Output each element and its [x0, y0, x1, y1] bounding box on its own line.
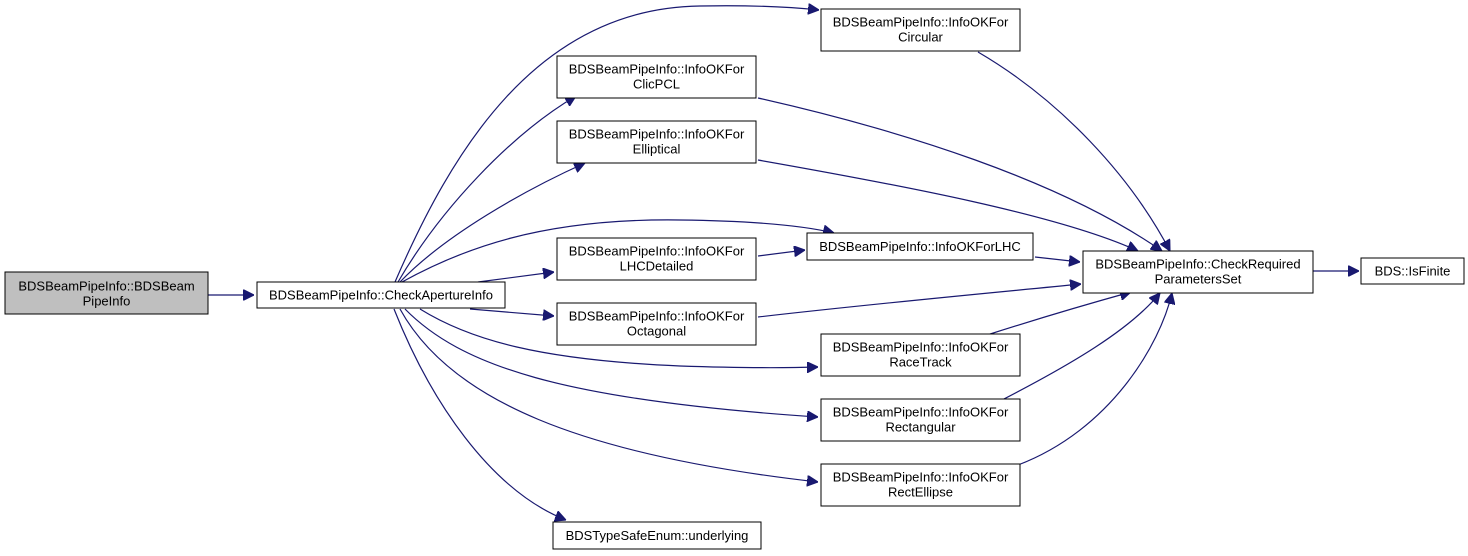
edge-check-aperture-to-rectangular: [404, 308, 818, 417]
nodes-layer: BDSBeamPipeInfo::BDSBeam PipeInfo BDSBea…: [4, 8, 1465, 550]
node-bds-isfinite[interactable]: BDS::IsFinite: [1360, 257, 1465, 285]
node-check-aperture-info[interactable]: BDSBeamPipeInfo::CheckApertureInfo: [256, 281, 506, 309]
edge-check-aperture-to-underlying: [393, 308, 566, 520]
node-info-ok-for-circular[interactable]: BDSBeamPipeInfo::InfoOKFor Circular: [820, 8, 1021, 52]
edge-check-aperture-to-rectellipse: [399, 308, 818, 482]
node-info-ok-for-lhcdetailed[interactable]: BDSBeamPipeInfo::InfoOKFor LHCDetailed: [556, 237, 757, 281]
node-label-line: BDSBeamPipeInfo::InfoOKFor: [833, 405, 1009, 420]
edge-circular-to-check-required: [977, 51, 1170, 251]
node-label-line: LHCDetailed: [620, 259, 694, 274]
node-label-line: ParametersSet: [1155, 272, 1242, 287]
node-label-line: Octagonal: [627, 324, 686, 339]
edge-check-aperture-to-clicpcl: [397, 96, 576, 283]
node-label-line: Rectangular: [885, 420, 956, 435]
node-label-line: RaceTrack: [889, 355, 952, 370]
node-label-line: BDSBeamPipeInfo::InfoOKFor: [833, 340, 1009, 355]
node-info-ok-for-lhc[interactable]: BDSBeamPipeInfo::InfoOKForLHC: [806, 232, 1034, 261]
edge-rectangular-to-check-required: [999, 293, 1160, 402]
node-label-line: BDSBeamPipeInfo::InfoOKFor: [833, 15, 1009, 30]
edge-clicpcl-to-check-required: [757, 97, 1162, 251]
node-label-line: BDSBeamPipeInfo::InfoOKFor: [569, 244, 745, 259]
node-label-line: BDSBeamPipeInfo::CheckRequired: [1095, 257, 1300, 272]
node-label-line: BDS::IsFinite: [1375, 264, 1451, 279]
node-label-line: Elliptical: [633, 142, 681, 157]
node-label-line: ClicPCL: [633, 77, 680, 92]
node-info-ok-for-rectellipse[interactable]: BDSBeamPipeInfo::InfoOKFor RectEllipse: [820, 463, 1021, 507]
node-info-ok-for-clicpcl[interactable]: BDSBeamPipeInfo::InfoOKFor ClicPCL: [556, 55, 757, 99]
edge-lhc-to-check-required: [1034, 257, 1080, 262]
edge-check-aperture-to-elliptical: [399, 163, 585, 283]
node-label-line: RectEllipse: [888, 485, 953, 500]
node-label-line: BDSBeamPipeInfo::InfoOKFor: [569, 62, 745, 77]
edge-elliptical-to-check-required: [757, 159, 1138, 251]
node-info-ok-for-elliptical[interactable]: BDSBeamPipeInfo::InfoOKFor Elliptical: [556, 120, 757, 164]
node-label-line: BDSBeamPipeInfo::InfoOKFor: [833, 470, 1009, 485]
edge-rectellipse-to-check-required: [1017, 293, 1172, 466]
edge-check-aperture-to-octagonal: [469, 308, 554, 316]
edge-lhcdetailed-to-lhc: [757, 250, 805, 256]
node-bdsbeampipeinfo-constructor[interactable]: BDSBeamPipeInfo::BDSBeam PipeInfo: [4, 271, 209, 315]
node-label-line: BDSTypeSafeEnum::underlying: [566, 528, 749, 543]
node-label-line: Circular: [898, 30, 943, 45]
node-label-line: BDSBeamPipeInfo::InfoOKFor: [569, 309, 745, 324]
node-label-line: BDSBeamPipeInfo::BDSBeam: [18, 279, 194, 294]
edge-racetrack-to-check-required: [986, 292, 1131, 336]
edge-check-aperture-to-lhc: [401, 219, 834, 283]
node-label-line: BDSBeamPipeInfo::InfoOKFor: [569, 127, 745, 142]
node-check-required-parameters-set[interactable]: BDSBeamPipeInfo::CheckRequired Parameter…: [1082, 250, 1314, 294]
edge-octagonal-to-check-required: [757, 284, 1081, 318]
edges-layer: [208, 6, 1359, 520]
node-label-line: PipeInfo: [83, 294, 131, 309]
edge-check-aperture-to-racetrack: [419, 308, 818, 368]
node-info-ok-for-rectangular[interactable]: BDSBeamPipeInfo::InfoOKFor Rectangular: [820, 398, 1021, 442]
node-info-ok-for-racetrack[interactable]: BDSBeamPipeInfo::InfoOKFor RaceTrack: [820, 333, 1021, 377]
node-info-ok-for-octagonal[interactable]: BDSBeamPipeInfo::InfoOKFor Octagonal: [556, 302, 757, 346]
node-typesafeenum-underlying[interactable]: BDSTypeSafeEnum::underlying: [552, 521, 762, 550]
node-label-line: BDSBeamPipeInfo::InfoOKForLHC: [819, 239, 1021, 254]
edge-check-aperture-to-circular: [394, 6, 819, 283]
node-label-line: BDSBeamPipeInfo::CheckApertureInfo: [269, 288, 493, 303]
edge-check-aperture-to-lhcdetailed: [477, 272, 554, 283]
